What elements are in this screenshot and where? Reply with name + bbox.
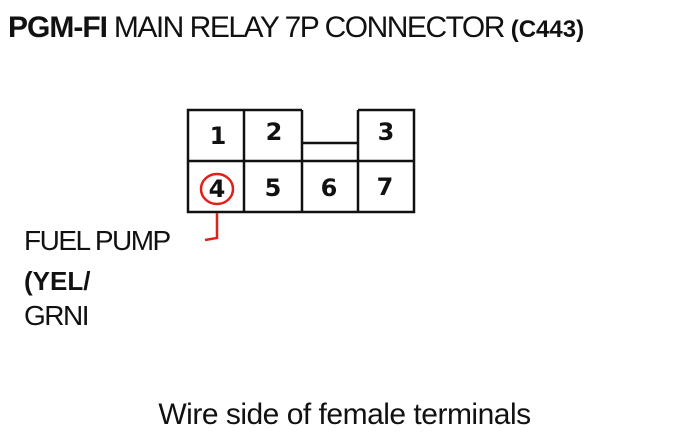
pin-7-label: 7 <box>377 173 394 201</box>
pin-1-label: 1 <box>210 122 227 150</box>
wire-label-function: FUEL PUMP <box>24 225 171 256</box>
wire-label-color-1: (YEL/ <box>24 266 91 296</box>
connector-outline <box>186 108 416 214</box>
wire-leader-line <box>204 213 219 242</box>
pin-6-label: 6 <box>321 174 338 202</box>
pin-5-label: 5 <box>265 174 282 202</box>
pin-2-label: 2 <box>266 118 283 146</box>
title-connector-code: (C443) <box>510 16 585 43</box>
wire-label-color-2: GRNI <box>24 300 90 331</box>
pin-4-label: 4 <box>209 175 226 203</box>
diagram-title: PGM-FI MAIN RELAY 7P CONNECTOR (C443) <box>8 10 584 48</box>
diagram-caption: Wire side of female terminals <box>158 398 531 431</box>
pin-4-highlight <box>199 172 235 242</box>
title-main: MAIN RELAY 7P CONNECTOR <box>107 11 511 44</box>
title-brand: PGM-FI <box>8 11 108 44</box>
highlight-circle <box>199 172 235 206</box>
pin-3-label: 3 <box>378 118 395 146</box>
